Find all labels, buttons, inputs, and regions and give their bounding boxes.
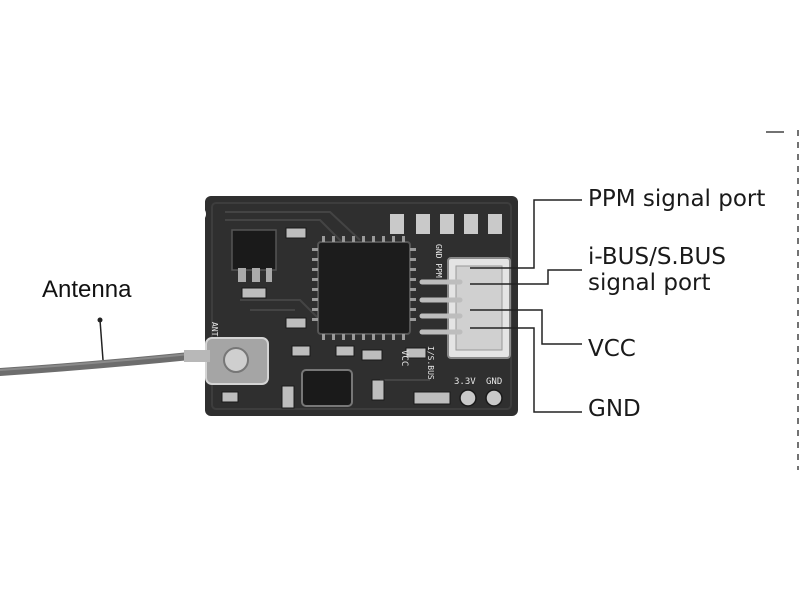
antenna-label: Antenna — [42, 276, 132, 303]
antenna-cable-highlight — [0, 353, 191, 371]
regulator-chip — [231, 229, 277, 271]
leader-ibus — [470, 269, 582, 285]
leader-gnd — [470, 327, 582, 413]
pad-gnd — [485, 389, 503, 407]
pad-3v3 — [459, 389, 477, 407]
silk-gnd-ppm: GND PPM — [434, 244, 443, 278]
silk-gnd: GND — [486, 377, 502, 387]
leader-vcc — [470, 309, 582, 345]
silk-ant: ANT — [210, 322, 219, 337]
vcc-label: VCC — [588, 336, 636, 362]
silk-3v3: 3.3V — [454, 377, 476, 387]
ppm-label: PPM signal port — [588, 186, 766, 212]
main-chip — [317, 241, 411, 335]
ibus-label: i-BUS/S.BUS signal port — [588, 244, 726, 297]
antenna-cable — [0, 352, 194, 376]
receiver-pcb: GND PPM VCC I/S.BUS 3.3V GND ANT — [184, 196, 518, 416]
leader-lines — [470, 199, 582, 413]
silk-sbus: I/S.BUS — [426, 346, 435, 380]
silk-vcc: VCC — [399, 350, 409, 366]
antenna-leader-line — [99, 319, 104, 361]
gnd-label: GND — [588, 396, 641, 422]
crystal — [301, 369, 353, 407]
leader-ppm — [470, 199, 582, 269]
